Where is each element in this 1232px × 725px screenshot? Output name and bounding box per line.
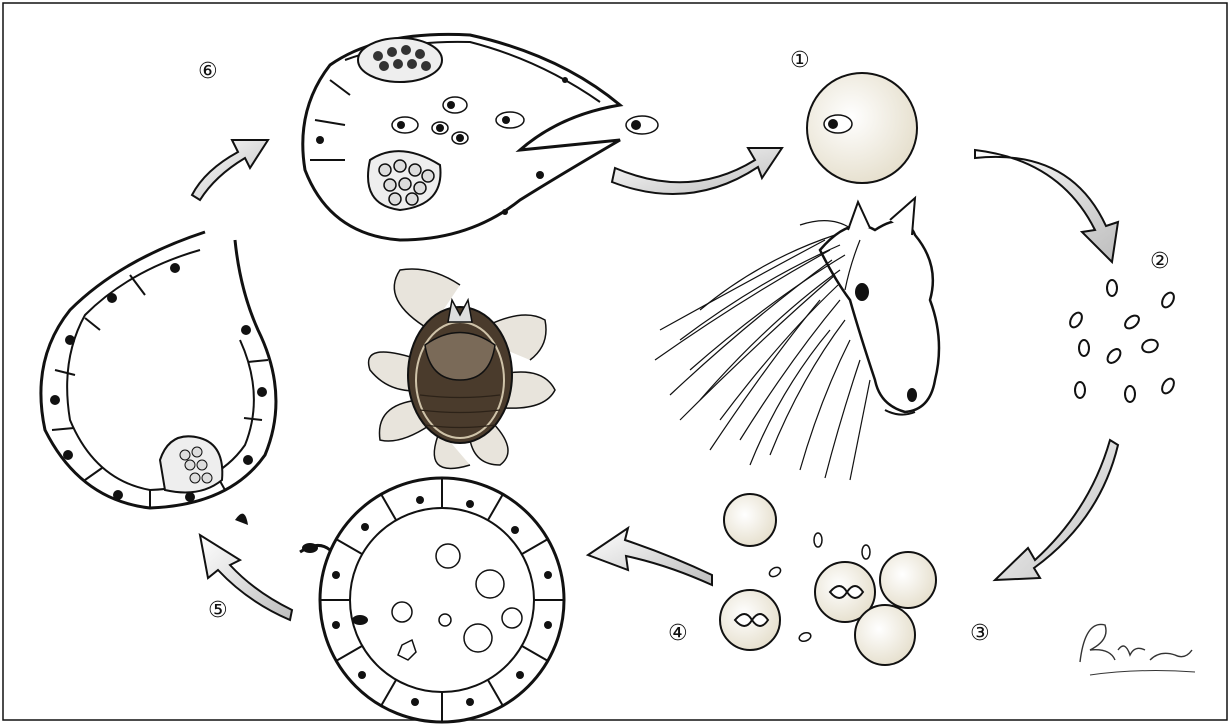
arrow-2-to-3 bbox=[995, 440, 1118, 580]
step-label-4: ④ bbox=[668, 621, 688, 646]
step-label-5: ⑤ bbox=[208, 598, 228, 623]
stage-5-salivary-gland bbox=[41, 232, 276, 525]
stage-6-cell-illustration bbox=[303, 34, 658, 240]
step-label-6: ⑥ bbox=[198, 59, 218, 84]
stage-1-infected-red-cell bbox=[807, 73, 917, 183]
stage-3-red-cells bbox=[720, 494, 936, 665]
stage-4-tick-gut bbox=[300, 478, 564, 722]
artist-signature bbox=[1080, 624, 1195, 675]
arrow-5-to-6 bbox=[192, 140, 268, 200]
step-label-1: ① bbox=[790, 48, 810, 73]
arrow-6-to-1 bbox=[612, 148, 782, 194]
stage-2-merozoites bbox=[1068, 280, 1177, 402]
tick-vector-illustration bbox=[369, 269, 555, 468]
step-label-2: ② bbox=[1150, 249, 1170, 274]
arrow-1-to-2 bbox=[975, 150, 1118, 262]
horse-host-illustration bbox=[655, 198, 939, 480]
arrow-3-to-4 bbox=[588, 528, 712, 585]
step-label-3: ③ bbox=[970, 621, 990, 646]
